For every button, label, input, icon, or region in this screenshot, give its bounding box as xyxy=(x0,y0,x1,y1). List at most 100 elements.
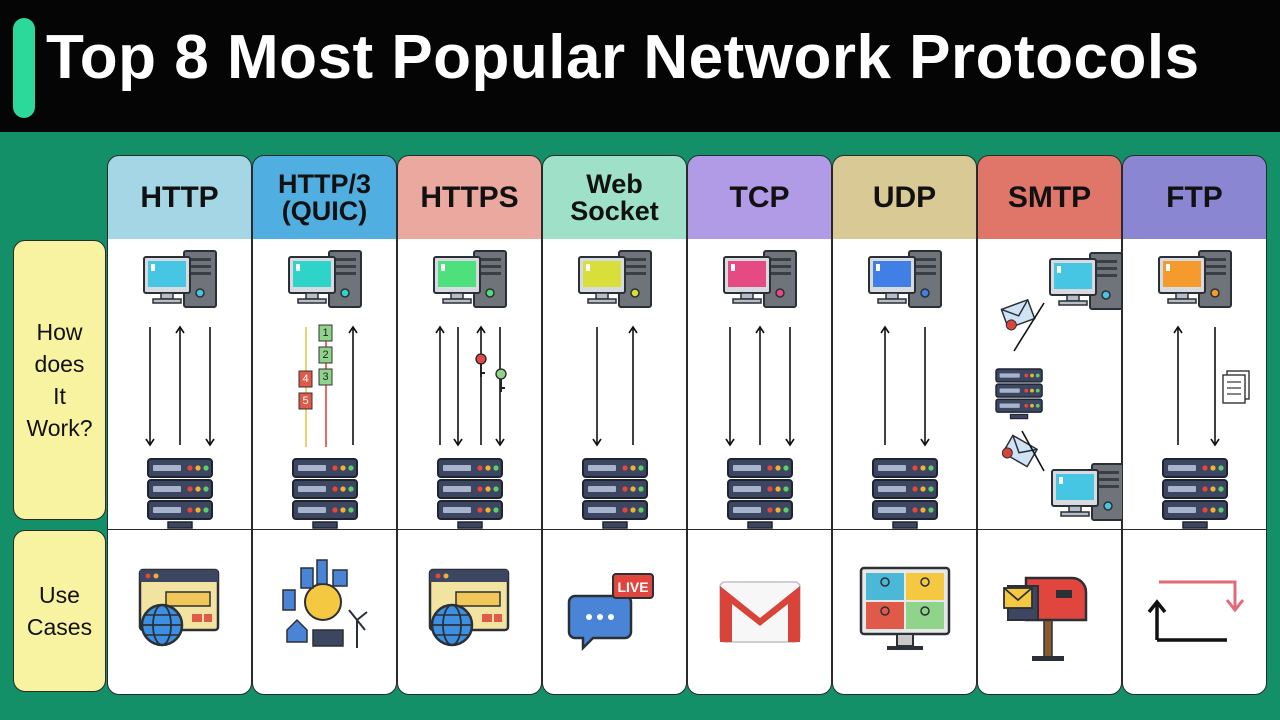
use-case-cell xyxy=(977,530,1122,695)
arrow-down-icon xyxy=(725,327,735,447)
protocol-header: HTTPS xyxy=(397,155,542,240)
arrow-down-icon xyxy=(785,327,795,447)
packet-number: 3 xyxy=(322,371,329,383)
email-envelope-icon xyxy=(1000,298,1036,331)
server-icon xyxy=(582,458,648,529)
use-case-cell: LIVE xyxy=(542,530,687,695)
mail-server-icon xyxy=(995,368,1043,420)
client-computer-icon xyxy=(433,250,507,308)
protocol-column-tcp: TCP xyxy=(687,155,832,695)
packet-icon xyxy=(318,368,333,386)
protocol-header: HTTP/3(QUIC) xyxy=(252,155,397,240)
packet-icon xyxy=(298,392,313,410)
client-computer-icon xyxy=(868,250,942,308)
row-label-line: does xyxy=(34,351,85,377)
packet-icon xyxy=(318,346,333,364)
protocol-column-smtp: SMTP xyxy=(977,155,1123,695)
row-label-line: Work? xyxy=(26,415,93,441)
server-icon xyxy=(727,458,793,529)
packet-icon xyxy=(298,370,313,388)
how-it-works-cell xyxy=(542,239,687,530)
client-computer-icon xyxy=(1158,250,1232,308)
protocol-name: UDP xyxy=(872,180,937,214)
protocol-name: TCP xyxy=(729,180,790,214)
client-computer-icon xyxy=(143,250,217,308)
file-transfer-loop-icon xyxy=(1147,580,1245,642)
protocol-name: HTTP xyxy=(140,180,219,214)
packet-number: 5 xyxy=(302,395,309,407)
mailbox-icon xyxy=(1003,576,1088,661)
page-title: Top 8 Most Popular Network Protocols xyxy=(46,23,1200,92)
how-it-works-cell xyxy=(977,239,1123,530)
how-it-works-cell xyxy=(107,239,252,530)
client-computer-icon xyxy=(723,250,797,308)
key-icon xyxy=(475,353,487,377)
use-case-cell xyxy=(397,530,542,695)
arrow-down-icon xyxy=(920,327,930,447)
protocol-header: FTP xyxy=(1122,155,1267,240)
live-chat-icon xyxy=(567,573,654,652)
arrow-down-icon xyxy=(453,327,463,447)
client-computer-icon xyxy=(1049,252,1123,310)
arrow-up-icon xyxy=(476,325,486,445)
row-label-line: It xyxy=(53,383,66,409)
row-label-line: Use xyxy=(39,582,80,608)
use-case-cell xyxy=(107,530,252,695)
server-icon xyxy=(292,458,358,529)
how-it-works-cell xyxy=(687,239,832,530)
arrow-up-icon xyxy=(755,325,765,445)
protocol-column-https: HTTPS xyxy=(397,155,542,695)
row-label-use-cases: Use Cases xyxy=(13,530,106,692)
use-case-cell xyxy=(1122,530,1267,695)
protocol-column-udp: UDP xyxy=(832,155,977,695)
protocol-name: SMTP xyxy=(1007,180,1092,214)
arrow-up-icon xyxy=(348,325,358,445)
protocol-name: HTTP/3 xyxy=(277,168,371,199)
protocol-column-http: HTTP xyxy=(107,155,252,695)
packet-number: 2 xyxy=(322,349,329,361)
arrow-up-icon xyxy=(435,325,445,445)
protocol-header: TCP xyxy=(687,155,832,240)
use-case-cell xyxy=(252,530,397,695)
packet-number: 4 xyxy=(302,373,309,385)
recipient-computer-icon xyxy=(1051,463,1123,521)
web-browser-globe-icon xyxy=(428,568,510,647)
protocol-header: HTTP xyxy=(107,155,252,240)
arrow-up-icon xyxy=(628,325,638,445)
how-it-works-cell xyxy=(397,239,542,530)
server-icon xyxy=(872,458,938,529)
live-badge: LIVE xyxy=(617,579,649,595)
protocol-name: HTTPS xyxy=(420,180,519,214)
how-it-works-cell: 1 2 3 4 5 xyxy=(252,239,397,530)
how-it-works-cell xyxy=(832,239,977,530)
title-accent-bar xyxy=(13,18,35,118)
email-envelope-icon xyxy=(1001,434,1039,468)
client-computer-icon xyxy=(578,250,652,308)
arrow-down-icon xyxy=(145,327,155,447)
use-case-cell xyxy=(687,530,832,695)
web-browser-globe-icon xyxy=(138,568,220,647)
arrow-up-icon xyxy=(1173,325,1183,445)
packet-number: 1 xyxy=(322,327,329,339)
iot-smart-city-icon xyxy=(282,559,368,648)
arrow-down-icon xyxy=(1210,327,1220,447)
protocol-column-http-3-quic-: HTTP/3(QUIC) 1 2 3 4 5 xyxy=(252,155,397,695)
key-icon xyxy=(495,368,507,392)
server-icon xyxy=(437,458,503,529)
video-conference-icon xyxy=(859,566,951,650)
row-label-how-does-it-work: How does It Work? xyxy=(13,240,106,520)
protocol-name: Web xyxy=(586,168,643,199)
protocol-name: Socket xyxy=(570,195,659,226)
protocol-column-ftp: FTP xyxy=(1122,155,1267,695)
protocol-name: (QUIC) xyxy=(281,195,368,226)
title-bar: Top 8 Most Popular Network Protocols xyxy=(0,0,1280,132)
gmail-icon xyxy=(719,581,801,643)
how-it-works-cell xyxy=(1122,239,1267,530)
server-icon xyxy=(1162,458,1228,529)
arrow-down-icon xyxy=(592,327,602,447)
document-icon xyxy=(1222,370,1250,404)
use-case-cell xyxy=(832,530,977,695)
client-computer-icon xyxy=(288,250,362,308)
